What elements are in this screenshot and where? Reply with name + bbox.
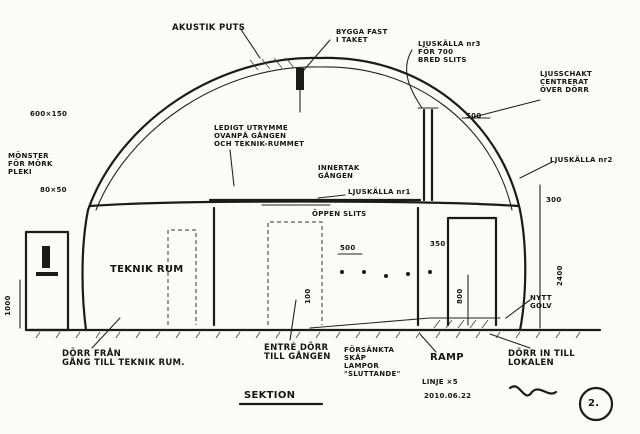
label-dim-80x50: 80×50 [40, 186, 67, 194]
main-door [446, 216, 498, 327]
label-door-from-corridor: DÖRR FRÅN GÅNG TILL TEKNIK RUM. [62, 349, 185, 368]
label-dim-300: 300 [546, 196, 562, 204]
label-free-space: LEDIGT UTRYMME OVANPÅ GÅNGEN OCH TEKNIK-… [214, 124, 305, 148]
panel-bar [36, 272, 58, 276]
label-open-slit: ÖPPEN SLITS [312, 210, 367, 218]
tech-room-door [167, 229, 197, 325]
leader-ledigt [229, 149, 235, 187]
lamp-4 [406, 272, 410, 276]
drawing-title: SEKTION [244, 390, 296, 401]
lamp-1 [340, 270, 344, 274]
inner-arch [88, 200, 520, 208]
leader-dorr-in [489, 333, 531, 349]
leader-dorr-fran [91, 317, 121, 349]
ramp-line [309, 317, 501, 329]
label-dim-800: 800 [456, 288, 464, 304]
left-wall [81, 208, 90, 332]
leader-ljus3 [406, 49, 423, 109]
leader-acoustic [239, 27, 261, 59]
vault-inner [95, 66, 513, 211]
label-light-source-2: LJUSKÄLLA nr2 [550, 156, 613, 164]
label-line-x5: LINJE ×5 [422, 378, 458, 386]
leader-ljus1 [317, 194, 346, 199]
label-light-source-1: LJUSKÄLLA nr1 [348, 188, 411, 196]
light-shaft [422, 108, 434, 202]
label-dim-500-top: 500 [466, 112, 482, 120]
signature [508, 385, 558, 397]
lamp-3 [384, 274, 388, 278]
label-entrance-door: ENTRÉ DÖRR TILL GÅNGEN [264, 343, 331, 362]
label-dim-350: 350 [430, 240, 446, 248]
vault-outer [86, 56, 522, 212]
label-recessed-lamps: FÖRSÄNKTA SKÅP LAMPOR "SLUTTANDE" [344, 346, 401, 378]
leader-entre [289, 299, 297, 341]
label-light-shaft: LJUSSCHAKT CENTRERAT ÖVER DÖRR [540, 70, 593, 94]
panel-slot [42, 246, 50, 268]
pattern-panel [24, 230, 70, 332]
label-dim-2400: 2400 [556, 265, 564, 286]
label-new-floor: NYTT GOLV [530, 294, 552, 310]
label-door-into-venue: DÖRR IN TILL LOKALEN [508, 349, 575, 368]
label-dim-600x150: 600×150 [30, 110, 68, 118]
ceiling-fixture [296, 68, 304, 90]
label-ramp: RAMP [430, 352, 464, 363]
floor-hatch [35, 331, 581, 339]
label-pattern: MÖNSTER FÖR MÖRK PLEKI [8, 152, 53, 176]
drawing-date: 2010.06.22 [424, 392, 472, 400]
sheet-number-circle [578, 386, 614, 422]
label-fixed-ceiling: BYGGA FAST I TAKET [336, 28, 388, 44]
label-dim-500-mid: 500 [340, 244, 356, 252]
leader-schakt [469, 99, 541, 119]
leader-bygga [303, 39, 331, 71]
leader-ramp [419, 333, 437, 353]
label-dim-100: 100 [304, 288, 312, 304]
lamp-2 [362, 270, 366, 274]
acoustic-hatch [249, 57, 295, 71]
label-dim-1000: 1000 [4, 295, 12, 316]
leader-ljus2 [519, 161, 553, 179]
label-acoustic-plaster: AKUSTIK PUTS [172, 23, 246, 33]
label-tech-room: TEKNIK RUM [110, 264, 184, 275]
sheet-number: 2. [588, 398, 600, 409]
lamp-5 [428, 270, 432, 274]
leader-nytt [505, 299, 531, 319]
label-light-source-3: LJUSKÄLLA nr3 FÖR 700 BRED SLITS [418, 40, 481, 64]
right-wall [518, 208, 527, 332]
entrance-door [267, 221, 323, 325]
label-inner-ceiling: INNERTAK GÅNGEN [318, 164, 360, 180]
ramp-hatch [433, 319, 489, 329]
